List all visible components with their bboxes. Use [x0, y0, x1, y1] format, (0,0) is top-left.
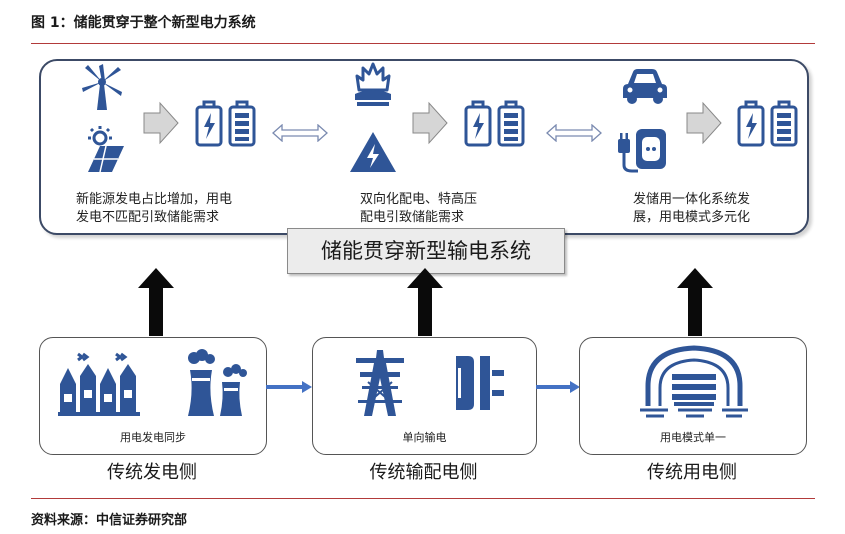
- caption-left: 传统发电侧: [107, 462, 197, 483]
- ev-charger-icon: [614, 125, 670, 175]
- solar-panel-icon: [80, 124, 128, 176]
- top-right-text: 发储用一体化系统发 展，用电模式多元化: [633, 191, 750, 227]
- house-icon: [638, 344, 750, 422]
- connector-arrow-1: [266, 381, 312, 393]
- figure-title: 图 1：储能贯穿于整个新型电力系统: [31, 15, 256, 31]
- top-middle-text: 双向化配电、特高压 配电引致储能需求: [360, 191, 477, 227]
- gray-arrow-3: [685, 100, 723, 146]
- up-arrow-right: [675, 268, 715, 336]
- transmission-tower-icon: [350, 348, 410, 418]
- box-label-left: 用电发电同步: [120, 431, 186, 444]
- wind-turbine-icon: [77, 62, 127, 112]
- double-arrow-icon: [272, 124, 328, 142]
- caption-right: 传统用电侧: [647, 462, 737, 483]
- bottom-box-left: 用电发电同步: [39, 337, 267, 455]
- top-middle-line-2: 配电引致储能需求: [360, 210, 465, 225]
- connector-arrow-2: [536, 381, 580, 393]
- top-right-line-2: 展，用电模式多元化: [633, 210, 751, 225]
- box-label-middle: 单向输电: [402, 431, 447, 444]
- car-icon: [620, 66, 670, 106]
- battery-icon: [194, 99, 258, 149]
- plug-icon: [454, 348, 506, 418]
- top-right-line-1: 发储用一体化系统发: [633, 192, 751, 207]
- factory-icon: [56, 350, 142, 416]
- bottom-box-right: 用电模式单一: [579, 337, 807, 455]
- top-left-line-2: 发电不匹配引致储能需求: [76, 210, 220, 225]
- fire-icon: [349, 60, 397, 110]
- battery-icon: [463, 99, 527, 149]
- top-left-line-1: 新能源发电占比增加，用电: [76, 192, 233, 207]
- double-arrow-icon: [546, 124, 602, 142]
- source-note: 资料来源：中信证券研究部: [31, 513, 188, 528]
- center-label: 储能贯穿新型输电系统: [287, 228, 565, 274]
- footer-rule: [31, 498, 815, 499]
- high-voltage-icon: [348, 130, 398, 174]
- top-panel: [39, 59, 809, 235]
- power-plant-icon: [180, 348, 252, 418]
- box-label-right: 用电模式单一: [660, 431, 726, 444]
- caption-middle: 传统输配电侧: [369, 462, 478, 483]
- up-arrow-left: [136, 268, 176, 336]
- gray-arrow-1: [142, 100, 180, 146]
- top-left-text: 新能源发电占比增加，用电 发电不匹配引致储能需求: [76, 191, 232, 227]
- title-rule: [31, 43, 815, 44]
- top-middle-line-1: 双向化配电、特高压: [360, 192, 478, 207]
- bottom-box-middle: 单向输电: [312, 337, 537, 455]
- up-arrow-middle: [405, 268, 445, 336]
- gray-arrow-2: [411, 100, 449, 146]
- battery-icon: [736, 99, 800, 149]
